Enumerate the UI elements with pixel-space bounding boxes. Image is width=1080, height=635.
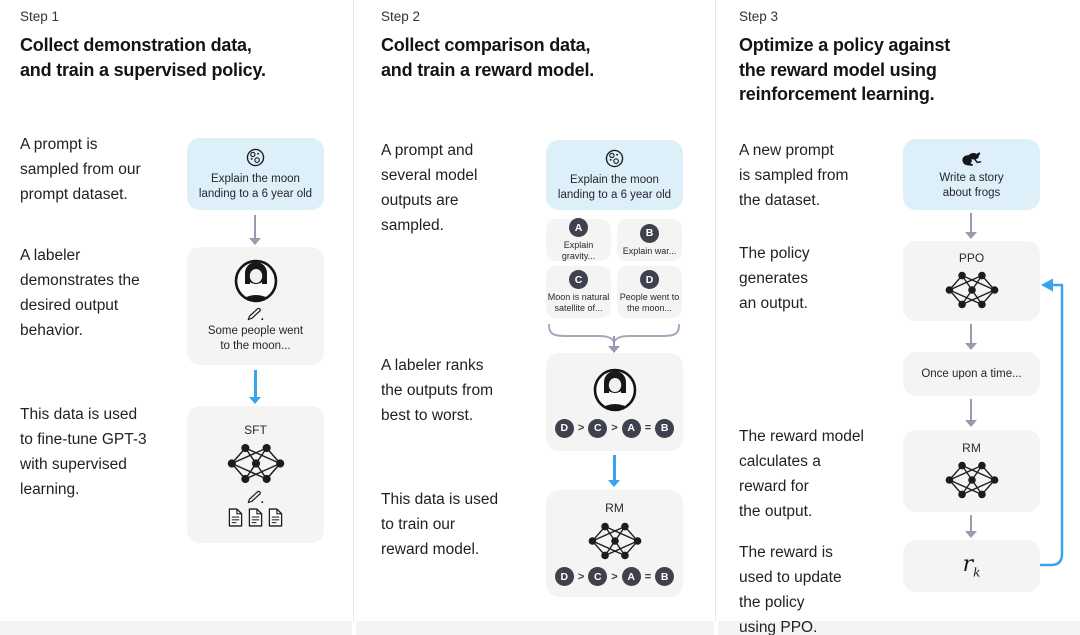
output-badge-d: D	[640, 270, 659, 289]
step1-paragraph-1: A prompt is sampled from our prompt data…	[20, 136, 141, 203]
step3-prompt-box: Write a story about frogs	[903, 139, 1040, 210]
rank-separator: =	[644, 422, 652, 434]
rank-badge: C	[588, 418, 608, 438]
moon-icon	[245, 147, 266, 168]
step3-rm-model-box: RM	[903, 430, 1040, 512]
step3-paragraph-3: The reward model calculates a reward for…	[739, 428, 864, 520]
rank-badge: B	[655, 567, 675, 586]
sft-label: SFT	[244, 422, 267, 437]
arrow-down-blue	[248, 370, 262, 404]
column-divider-1	[353, 0, 354, 621]
rm-label: RM	[605, 501, 624, 515]
rank-separator: =	[644, 570, 652, 583]
neural-network-icon	[944, 269, 1000, 311]
documents-icon	[228, 508, 283, 527]
arrow-down-gray	[964, 515, 978, 538]
step1-title: Collect demonstration data, and train a …	[20, 35, 266, 80]
bottom-band-3	[718, 621, 1080, 635]
step3-label: Step 3	[739, 9, 779, 24]
step2-paragraph-3: This data is used to train our reward mo…	[381, 491, 499, 558]
step1-demonstration-text: Some people went to the moon...	[207, 325, 304, 352]
rank-badge: B	[655, 418, 675, 438]
rm-label: RM	[962, 441, 981, 455]
rank-separator: >	[577, 422, 585, 434]
step1-paragraph-3: This data is used to fine-tune GPT-3 wit…	[20, 406, 147, 498]
ranking-row: D > C > A = B	[554, 418, 675, 438]
step3-paragraph-2: The policy generates an output.	[739, 245, 810, 312]
output-text-d: People went to the moon...	[619, 292, 680, 313]
curly-brace	[548, 324, 680, 342]
rank-badge: C	[588, 567, 608, 586]
frog-icon	[960, 149, 984, 167]
step2-prompt-box: Explain the moon landing to a 6 year old	[546, 140, 683, 210]
neural-network-icon	[944, 459, 1000, 501]
step2-title: Collect comparison data, and train a rew…	[381, 35, 595, 80]
output-text-b: Explain war...	[622, 245, 677, 256]
step1-sft-model-box: SFT	[187, 406, 324, 543]
step3-output-text: Once upon a time...	[921, 367, 1022, 380]
output-badge-c: C	[569, 270, 588, 289]
step3-reward-box: rk	[903, 540, 1040, 592]
feedback-loop-arrow	[1040, 278, 1064, 567]
pencil-icon	[247, 307, 264, 321]
rank-separator: >	[577, 570, 585, 583]
arrow-down-gray	[248, 215, 262, 245]
bottom-band-2	[356, 621, 714, 635]
output-card-d: D People went to the moon...	[617, 266, 682, 318]
step3-paragraph-4: The reward is used to update the policy …	[739, 544, 842, 635]
rank-badge: A	[621, 567, 641, 586]
step1-labeler-box: Some people went to the moon...	[187, 247, 324, 365]
labeler-avatar-icon	[233, 258, 279, 304]
step1-prompt-text: Explain the moon landing to a 6 year old	[198, 172, 313, 200]
rank-separator: >	[611, 570, 618, 583]
moon-icon	[604, 148, 625, 169]
reward-value-label: rk	[962, 552, 981, 580]
rank-badge: D	[554, 567, 574, 586]
rank-separator: >	[611, 422, 618, 434]
ppo-label: PPO	[958, 251, 985, 265]
output-text-c: Moon is natural satellite of...	[547, 292, 610, 313]
step3-output-box: Once upon a time...	[903, 352, 1040, 396]
rank-badge: D	[554, 418, 574, 438]
step2-prompt-text: Explain the moon landing to a 6 year old	[557, 173, 672, 201]
arrow-down-blue	[607, 455, 621, 487]
step2-paragraph-2: A labeler ranks the outputs from best to…	[381, 357, 494, 424]
column-divider-2	[715, 0, 716, 621]
labeler-avatar-icon	[592, 367, 638, 413]
neural-network-icon	[587, 520, 643, 562]
step3-title: Optimize a policy against the reward mod…	[739, 35, 951, 104]
neural-network-icon	[226, 441, 286, 486]
step2-labeler-box: D > C > A = B	[546, 353, 683, 451]
pencil-icon	[247, 490, 264, 504]
step2-rm-model-box: RM D > C > A = B	[546, 490, 683, 597]
step2-label: Step 2	[381, 9, 421, 24]
step3-ppo-policy-box: PPO	[903, 241, 1040, 321]
output-card-b: B Explain war...	[617, 219, 682, 261]
bottom-band-1	[0, 621, 352, 635]
output-card-c: C Moon is natural satellite of...	[546, 266, 611, 318]
output-badge-a: A	[569, 218, 588, 237]
step1-prompt-box: Explain the moon landing to a 6 year old	[187, 138, 324, 210]
rank-badge: A	[621, 418, 641, 438]
arrow-down-gray	[964, 213, 978, 239]
step1-label: Step 1	[20, 9, 60, 24]
output-card-a: A Explain gravity...	[546, 218, 611, 261]
arrow-down-gray	[964, 324, 978, 350]
step2-paragraph-1: A prompt and several model outputs are s…	[381, 142, 478, 234]
output-badge-b: B	[640, 223, 659, 243]
arrow-down-gray	[964, 399, 978, 427]
step3-paragraph-1: A new prompt is sampled from the dataset…	[739, 142, 849, 209]
arrow-down-gray	[607, 336, 621, 353]
output-text-a: Explain gravity...	[561, 240, 596, 261]
ranking-row: D > C > A = B	[554, 567, 675, 586]
step1-paragraph-2: A labeler demonstrates the desired outpu…	[20, 247, 140, 339]
step3-prompt-text: Write a story about frogs	[939, 171, 1004, 199]
